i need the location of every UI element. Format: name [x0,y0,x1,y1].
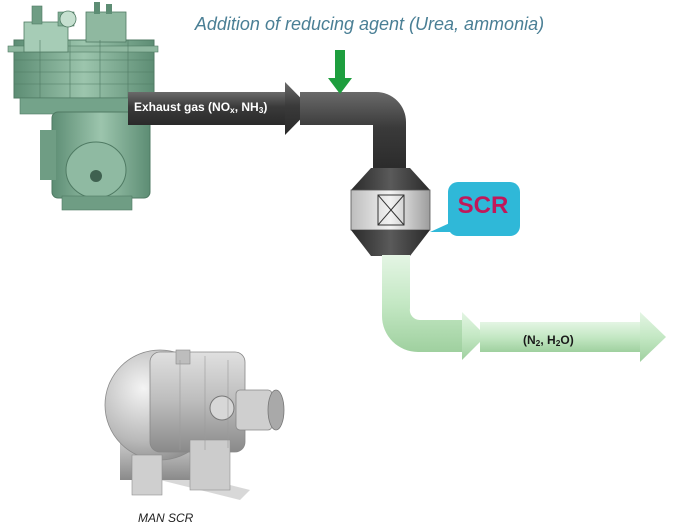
exhaust-gas-label: Exhaust gas (NOx, NH3) [134,100,268,116]
engine-illustration [7,2,159,211]
scr-reactor [350,168,431,256]
scr-callout [430,182,520,236]
exhaust-pipe [128,82,406,172]
injection-arrow [328,50,352,94]
clean-gas-pipe [382,255,666,362]
clean-gas-label: (N2, H2O) [523,333,574,349]
man-scr-caption: MAN SCR [138,511,194,525]
man-scr-unit-illustration [104,349,285,500]
scr-callout-label: SCR [457,192,509,219]
reducing-agent-caption: Addition of reducing agent (Urea, ammoni… [194,14,545,34]
